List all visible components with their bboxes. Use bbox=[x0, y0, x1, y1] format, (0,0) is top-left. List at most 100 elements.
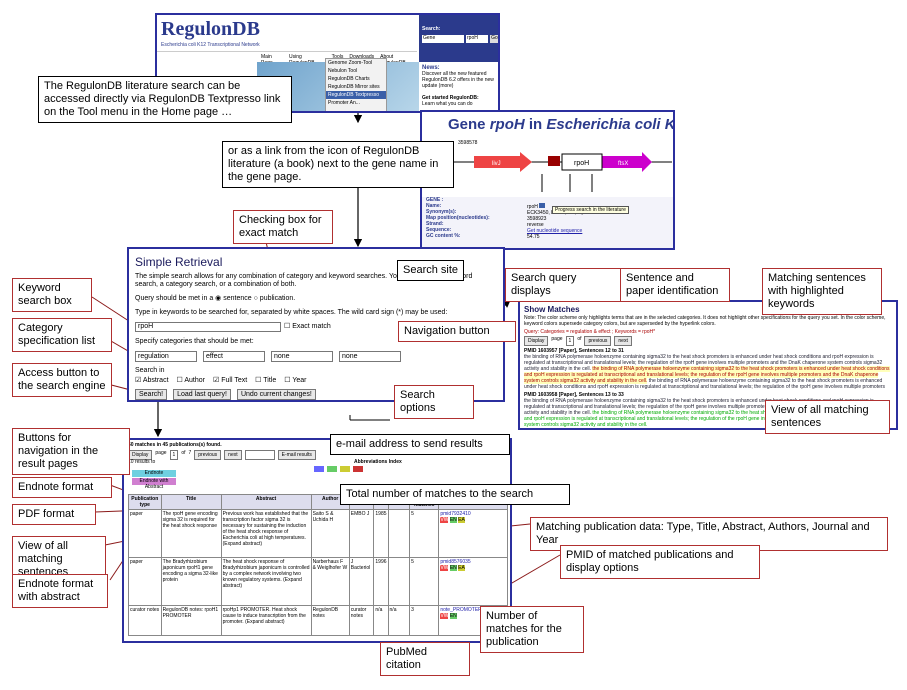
book-tooltip: Progress search in the literature bbox=[552, 206, 629, 214]
radio-sentence[interactable]: ◉ bbox=[215, 295, 222, 302]
gene-field-label: Synonym(s): bbox=[426, 209, 457, 215]
pmid-link[interactable]: pmid7932410 bbox=[440, 511, 471, 517]
matches-next-button[interactable]: next bbox=[614, 336, 632, 346]
gene-box-rpoh bbox=[561, 153, 603, 171]
callout-search-options: Search options bbox=[394, 385, 474, 419]
gene-page-screenshot: Gene rpoH in Escherichia coli K12 359857… bbox=[420, 110, 675, 250]
category-select-2[interactable]: effect bbox=[203, 351, 265, 362]
matches-display-button[interactable]: Display bbox=[524, 336, 549, 346]
keyword-search-input[interactable]: rpoH bbox=[135, 322, 281, 332]
results-table: Publication type Title Abstract Author J… bbox=[128, 494, 508, 636]
endnote-row-button[interactable]: EN bbox=[449, 613, 457, 619]
nav-tools[interactable]: Tools bbox=[331, 54, 344, 60]
callout-nav-buttons: Buttons for navigation in the result pag… bbox=[12, 428, 130, 475]
radio-publication[interactable]: ○ bbox=[253, 295, 258, 302]
email-results-button[interactable]: E-mail results bbox=[277, 450, 316, 460]
results-next-button[interactable]: next bbox=[224, 450, 242, 460]
checkbox-title[interactable]: ☐ Title bbox=[255, 377, 277, 384]
col-author: Author bbox=[310, 494, 350, 510]
gene-arrow-ftsx bbox=[602, 152, 652, 172]
results-previous-button[interactable]: previous bbox=[194, 450, 222, 460]
gene-field-label: Strand: bbox=[426, 221, 444, 227]
callout-endnote: Endnote format bbox=[12, 477, 112, 498]
col-title: Title bbox=[160, 494, 222, 510]
gene-field-label: Name: bbox=[426, 203, 442, 209]
callout-pdf: PDF format bbox=[12, 504, 96, 525]
callout-total-matches: Total number of matches to the search bbox=[340, 484, 570, 505]
callout-search-site: Search site bbox=[397, 260, 465, 281]
pmid-link[interactable]: note_PROMOTER_ECK1201 bbox=[440, 607, 506, 613]
gene-field-label: GENE : bbox=[426, 197, 444, 203]
home-search-input[interactable]: rpoH bbox=[466, 35, 488, 43]
abbreviations-index: Abbreviations Index bbox=[354, 459, 402, 465]
gene-label-ftsx: ftsX bbox=[618, 161, 628, 167]
results-screenshot: 60 matches in 45 publications(s) found. … bbox=[122, 438, 512, 643]
checkbox-fulltext[interactable]: ☑ Full Text bbox=[213, 377, 248, 384]
callout-book-link: or as a link from the icon of RegulonDB … bbox=[222, 141, 454, 188]
endnote-abstract-row-button[interactable]: EA bbox=[458, 565, 465, 571]
pubmed-citation-link[interactable] bbox=[387, 509, 411, 558]
tools-menu-mirror[interactable]: RegulonDB Mirror sites bbox=[328, 84, 380, 90]
load-last-query-button[interactable]: Load last query! bbox=[173, 389, 231, 400]
gene-coordinate: 3598578 bbox=[458, 140, 478, 146]
home-page-screenshot: RegulonDB Escherichia coli K12 Transcrip… bbox=[155, 13, 500, 113]
tools-menu-nebulon[interactable]: Nebulon Tool bbox=[328, 68, 358, 74]
matches-page-select[interactable]: 1 bbox=[565, 336, 575, 346]
category-select-3[interactable]: none bbox=[271, 351, 333, 362]
callout-textpresso: The RegulonDB literature search can be a… bbox=[38, 76, 292, 123]
matching-sentences-2: the binding of RNA polymerase holoenzyme… bbox=[524, 398, 890, 428]
callout-access-button: Access button to the search engine bbox=[12, 363, 112, 397]
gene-sequence-link[interactable]: Get nucleotide sequence bbox=[527, 228, 583, 234]
matches-previous-button[interactable]: previous bbox=[584, 336, 612, 346]
abbreviation-legend bbox=[314, 466, 363, 472]
exact-match-checkbox[interactable]: ☐ Exact match bbox=[284, 323, 331, 330]
email-input[interactable] bbox=[244, 450, 275, 460]
endnote-abstract-button[interactable]: Endnote with Abstract bbox=[132, 478, 176, 490]
gene-gc-value: 54.75 bbox=[527, 234, 540, 240]
category-select-1[interactable]: regulation bbox=[135, 351, 197, 362]
view-sentences-button[interactable]: VW bbox=[440, 517, 449, 523]
pubmed-citation-link[interactable] bbox=[387, 557, 411, 606]
checkbox-author[interactable]: ☐ Author bbox=[176, 377, 205, 384]
results-page-select[interactable]: 1 bbox=[169, 450, 179, 460]
search-button[interactable]: Search! bbox=[135, 389, 168, 400]
matches-query-line: Query: Categories = regulation & effect … bbox=[524, 329, 656, 335]
keyword-prompt: Type in keywords to be searched for, sep… bbox=[135, 309, 448, 316]
tools-menu-textpresso[interactable]: RegulonDB Textpresso bbox=[326, 91, 386, 99]
gene-field-label: GC content %: bbox=[426, 233, 461, 239]
endnote-row-button[interactable]: EN bbox=[449, 565, 457, 571]
results-header: 60 matches in 45 publications(s) found. bbox=[128, 442, 222, 448]
home-tagline: Escherichia coli K12 Transcriptional Net… bbox=[161, 42, 260, 48]
nav-downloads[interactable]: Downloads bbox=[349, 54, 375, 60]
endnote-abstract-row-button[interactable]: EA bbox=[458, 517, 465, 523]
gene-label-livj: livJ bbox=[492, 161, 501, 167]
gene-field-label: Sequence: bbox=[426, 227, 452, 233]
gene-label-rpoh: rpoH bbox=[574, 160, 589, 167]
callout-num-matches: Number of matches for the publication bbox=[480, 606, 584, 653]
checkbox-abstract[interactable]: ☑ Abstract bbox=[135, 377, 169, 384]
callout-sentence-id: Sentence and paper identification bbox=[620, 268, 730, 302]
undo-changes-button[interactable]: Undo current changes! bbox=[236, 389, 316, 400]
tools-menu: Genome Zoom-Tool Nebulon Tool RegulonDB … bbox=[325, 58, 387, 111]
home-search-type[interactable]: Gene bbox=[422, 35, 464, 43]
results-per-page: 10 results to bbox=[128, 459, 156, 465]
home-search-label: Search: bbox=[422, 26, 441, 32]
simple-intro: The simple search allows for any combina… bbox=[135, 273, 473, 288]
gene-arrow-livj bbox=[474, 152, 532, 172]
tools-menu-promoter[interactable]: Promoter An... bbox=[328, 100, 360, 106]
view-sentences-button[interactable]: VW bbox=[440, 613, 449, 619]
tools-menu-charts[interactable]: RegulonDB Charts bbox=[328, 76, 370, 82]
match-question: Query should be met in a ◉ sentence ○ pu… bbox=[135, 295, 296, 302]
home-go-button[interactable]: Go bbox=[490, 35, 498, 43]
checkbox-year[interactable]: ☐ Year bbox=[284, 377, 307, 384]
endnote-row-button[interactable]: EN bbox=[449, 517, 457, 523]
endnote-button[interactable]: Endnote bbox=[132, 470, 176, 477]
pmid-link[interactable]: pmid8576035 bbox=[440, 559, 471, 565]
view-sentences-button[interactable]: VW bbox=[440, 565, 449, 571]
started-title[interactable]: Get started RegulonDB: bbox=[422, 95, 479, 101]
book-icon[interactable] bbox=[539, 203, 546, 208]
category-select-4[interactable]: none bbox=[339, 351, 401, 362]
category-prompt: Specify categories that should be met: bbox=[135, 338, 254, 345]
search-in-label: Search in bbox=[135, 367, 165, 374]
tools-menu-genome-zoom[interactable]: Genome Zoom-Tool bbox=[328, 60, 373, 66]
